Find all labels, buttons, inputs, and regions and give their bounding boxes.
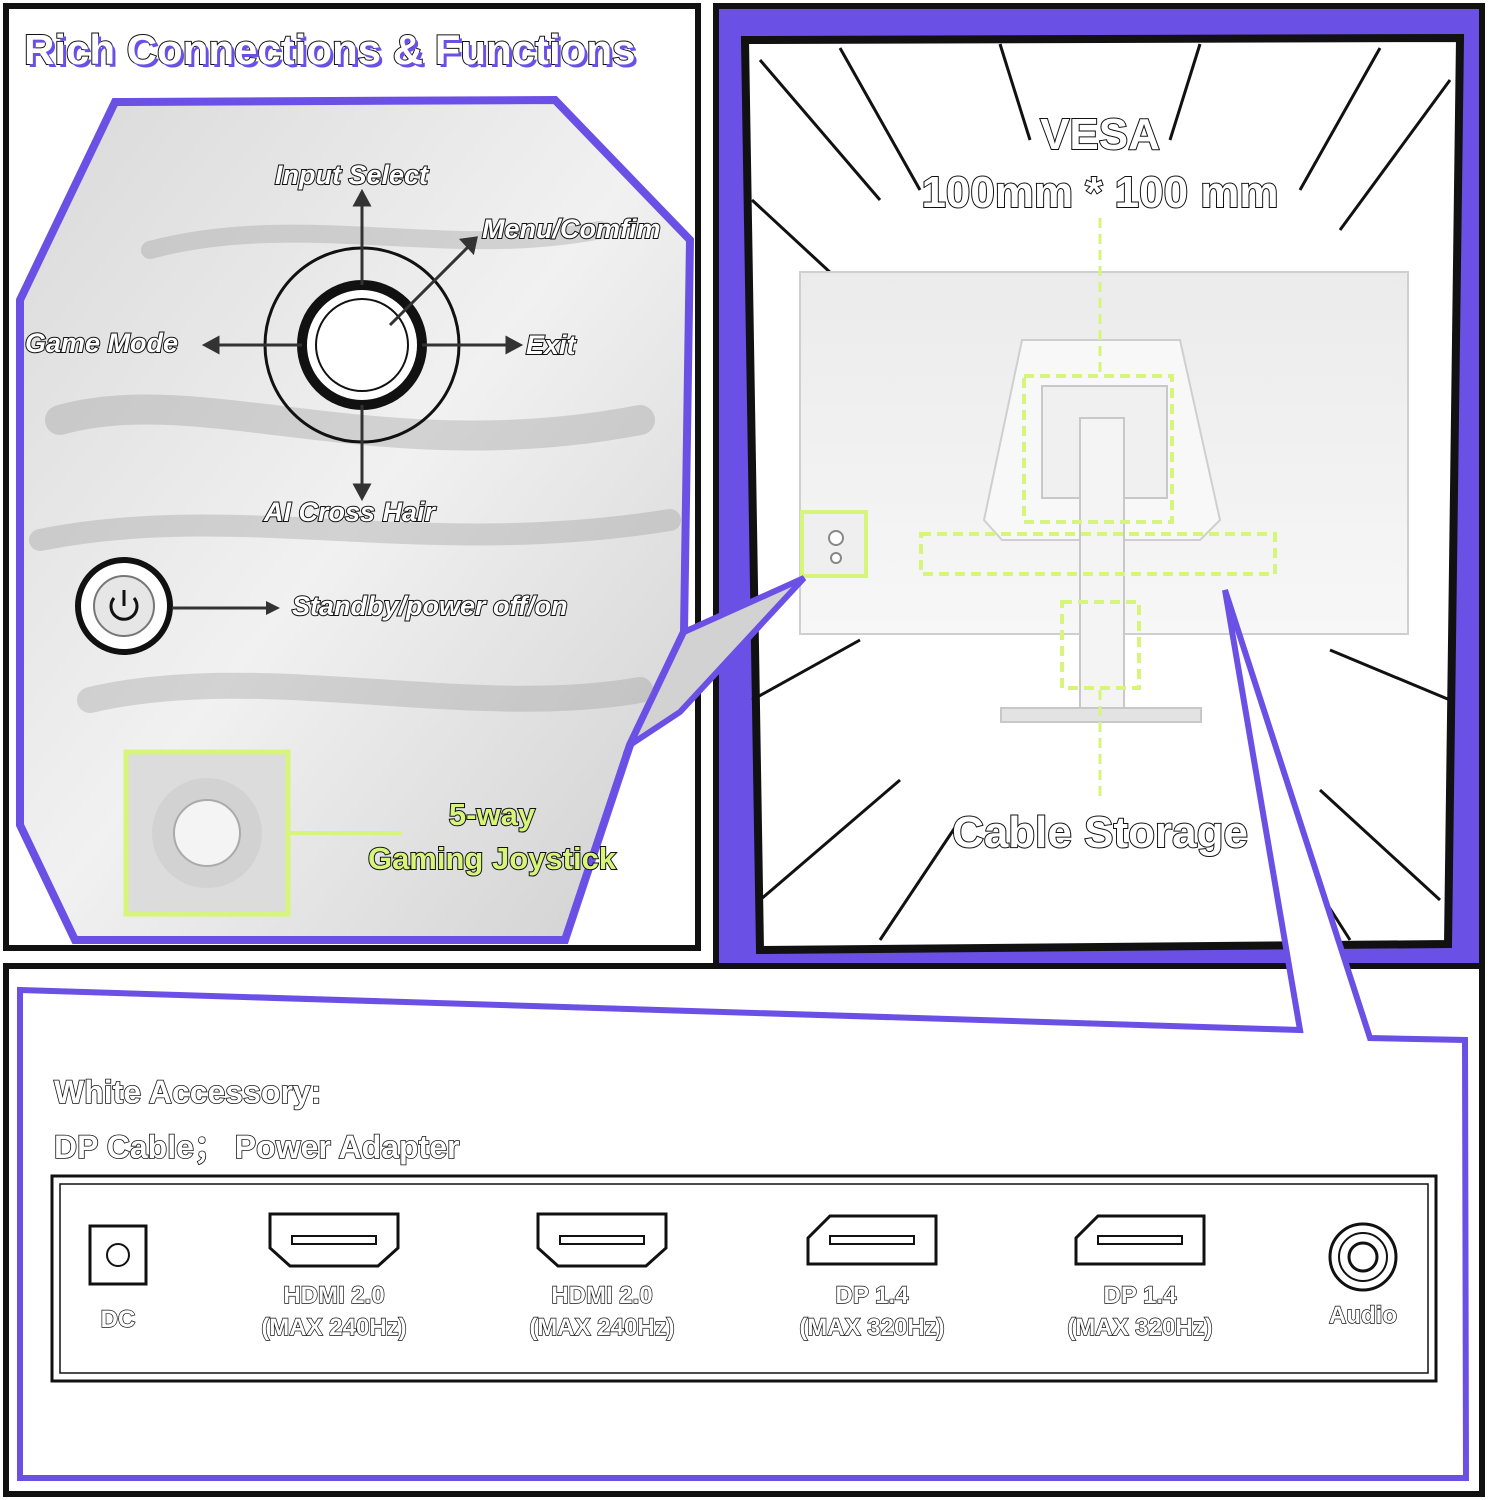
input-select-label: Input Select [274,159,429,191]
cable-storage-label: Cable Storage [951,807,1249,858]
port-label-hdmi-2: HDMI 2.0 (MAX 240Hz) [502,1280,702,1344]
port-name: DP 1.4 [835,1281,909,1309]
monitor-rear-illustration [799,218,1409,800]
game-mode-label: Game Mode [24,327,179,359]
vesa-title: VESA [1039,109,1161,160]
menu-confirm-label: Menu/Comfim [481,213,661,245]
port-strip [50,1174,1438,1383]
joystick-label: 5-way Gaming Joystick [352,793,632,881]
joystick-photo-icon [123,749,402,917]
port-icons [88,1212,1398,1292]
vesa-label: VESA 100mm * 100 mm [900,106,1300,222]
port-label-audio: Audio [1328,1301,1397,1329]
vesa-size: 100mm * 100 mm [920,167,1279,218]
joystick-label-line1: 5-way [448,796,536,833]
joystick-callout-pointer [622,575,807,754]
page-title: Rich Connections & Functions [23,25,636,74]
hdmi-port-icon [536,1212,668,1268]
brush-texture [29,221,681,713]
port-spec: (MAX 240Hz) [529,1313,676,1341]
displayport-icon [1074,1214,1206,1266]
audio-jack-icon [1328,1222,1398,1292]
exit-label: Exit [525,329,577,361]
port-spec: (MAX 320Hz) [799,1313,946,1341]
port-spec: (MAX 320Hz) [1067,1313,1214,1341]
port-name: HDMI 2.0 [283,1281,386,1309]
port-spec: (MAX 240Hz) [261,1313,408,1341]
port-label-dc: DC [100,1305,136,1333]
accessory-title: White Accessory: [53,1073,322,1111]
port-name: HDMI 2.0 [551,1281,654,1309]
displayport-icon [806,1214,938,1266]
port-label-dp-1: DP 1.4 (MAX 320Hz) [772,1280,972,1344]
power-button-icon [75,557,280,655]
joystick-label-line2: Gaming Joystick [367,840,617,877]
speed-lines [750,43,1452,941]
port-label-hdmi-1: HDMI 2.0 (MAX 240Hz) [234,1280,434,1344]
ai-cross-hair-label: AI Cross Hair [263,496,436,528]
port-name: DP 1.4 [1103,1281,1177,1309]
hdmi-port-icon [268,1212,400,1268]
joystick-callout-panel [16,95,695,944]
power-function-label: Standby/power off/on [291,590,568,622]
dc-port-icon [88,1224,148,1286]
joystick-diagram [201,188,524,502]
port-label-dp-2: DP 1.4 (MAX 320Hz) [1040,1280,1240,1344]
accessory-items: DP Cable； Power Adapter [53,1128,460,1166]
